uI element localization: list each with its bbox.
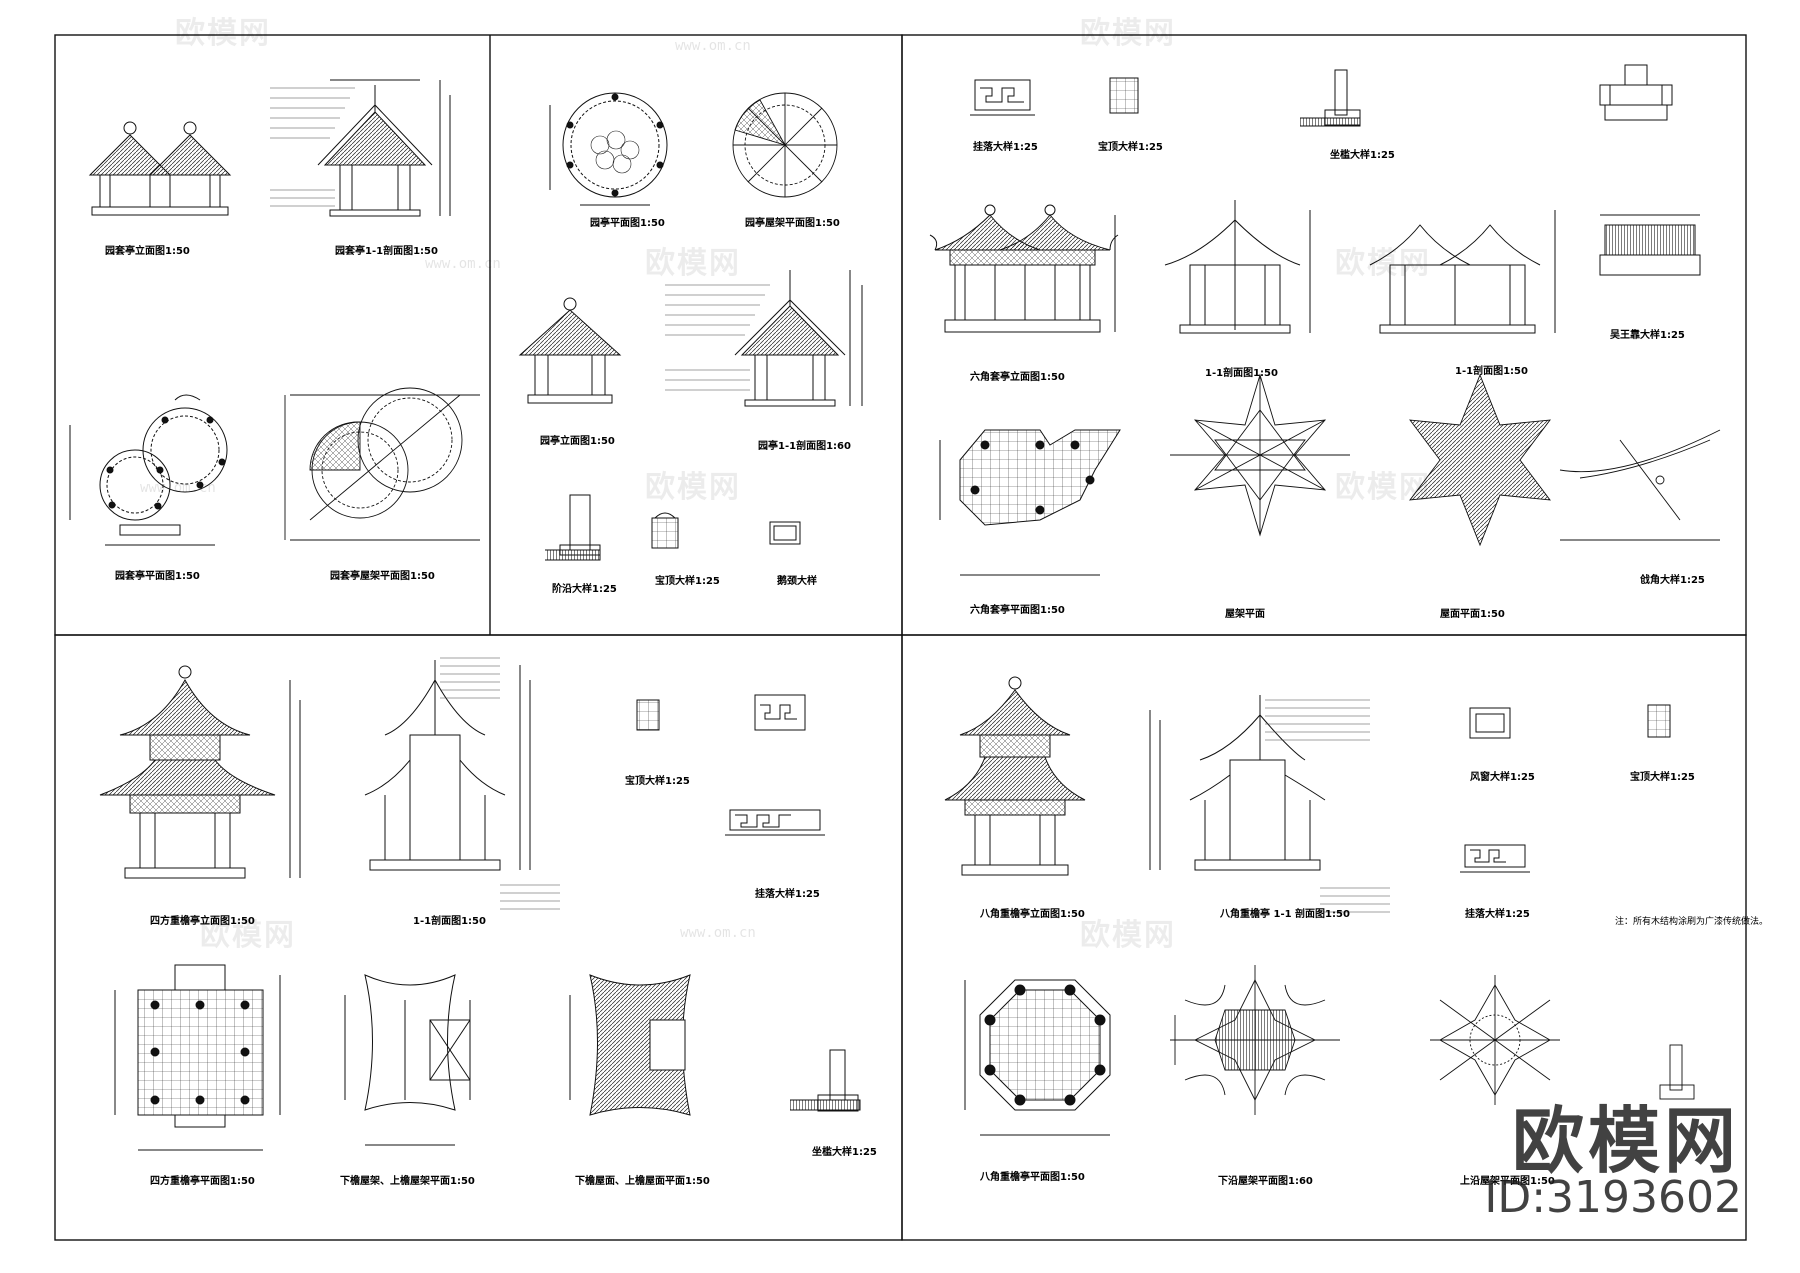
caption-p3-section1: 1-1剖面图1:50 bbox=[1205, 368, 1278, 379]
p4-elevation bbox=[99, 665, 301, 879]
caption-p4-plan: 四方重檐亭平面图1:50 bbox=[150, 1176, 255, 1187]
caption-p4-section: 1-1剖面图1:50 bbox=[413, 916, 486, 927]
p5-plan bbox=[964, 979, 1111, 1136]
caption-p2-top: 宝顶大样1:25 bbox=[655, 576, 720, 587]
p2-elevation bbox=[518, 297, 622, 404]
p4-details bbox=[636, 694, 825, 836]
p3-frame-plan bbox=[1170, 373, 1350, 537]
caption-p3-roof: 屋面平面1:50 bbox=[1440, 609, 1505, 620]
p3-section2 bbox=[1369, 210, 1556, 334]
watermark-logo: 欧模网 bbox=[1335, 470, 1431, 505]
caption-p4-elevation: 四方重檐亭立面图1:50 bbox=[150, 916, 255, 927]
caption-p3-elevation: 六角套亭立面图1:50 bbox=[970, 372, 1065, 383]
caption-p4-hang: 挂落大样1:25 bbox=[755, 889, 820, 900]
p1-section bbox=[317, 79, 451, 217]
caption-p5-upper: 上沿屋架平面图1:50 bbox=[1460, 1176, 1555, 1187]
caption-p2-plan: 园亭平面图1:50 bbox=[590, 218, 665, 229]
caption-p1-section: 园套亭1-1剖面图1:50 bbox=[335, 246, 438, 257]
watermark-url: www.om.cn bbox=[675, 38, 751, 54]
brand-watermark: 欧模网 bbox=[1511, 1099, 1740, 1183]
caption-p5-section: 八角重檐亭 1-1 剖面图1:50 bbox=[1220, 909, 1350, 920]
p1-section-notes bbox=[270, 87, 355, 207]
caption-p3-seat: 坐槛大样1:25 bbox=[1330, 150, 1395, 161]
p5-lower-frame bbox=[1170, 965, 1340, 1115]
p4-frame bbox=[344, 974, 471, 1146]
watermark-logo: 欧模网 bbox=[200, 918, 296, 953]
caption-p3-rail: 吴王靠大样1:25 bbox=[1610, 330, 1685, 341]
caption-p3-frame: 屋架平面 bbox=[1225, 609, 1265, 620]
caption-p5-hang: 挂落大样1:25 bbox=[1465, 909, 1530, 920]
caption-p2-step: 阶沿大样1:25 bbox=[552, 584, 617, 595]
p5-section-notes bbox=[1265, 699, 1390, 913]
p4-plan bbox=[114, 964, 281, 1151]
caption-p3-corner: 戗角大样1:25 bbox=[1640, 575, 1705, 586]
p4-section-notes bbox=[440, 657, 560, 910]
p2-section bbox=[734, 270, 863, 407]
caption-p1-elevation: 园套亭立面图1:50 bbox=[105, 246, 190, 257]
p2-details bbox=[545, 494, 801, 561]
watermark-url: www.om.cn bbox=[140, 480, 216, 496]
p4-seat-detail bbox=[790, 1049, 861, 1112]
watermark-url: www.om.cn bbox=[425, 256, 501, 272]
caption-p3-hang: 挂落大样1:25 bbox=[973, 142, 1038, 153]
p3-elevation bbox=[929, 204, 1119, 333]
watermark-logo: 欧模网 bbox=[645, 470, 741, 505]
watermark-logo: 欧模网 bbox=[1080, 16, 1176, 51]
caption-p2-elevation: 园亭立面图1:50 bbox=[540, 436, 615, 447]
p1-plan bbox=[69, 394, 228, 546]
p1-roof-frame bbox=[284, 387, 480, 541]
p5-section bbox=[1149, 695, 1326, 871]
p4-roof bbox=[569, 974, 691, 1116]
p3-corner-detail bbox=[1559, 429, 1721, 541]
watermark-logo: 欧模网 bbox=[175, 16, 271, 51]
p5-details bbox=[1460, 704, 1671, 873]
caption-p3-section2: 1-1剖面图1:50 bbox=[1455, 366, 1528, 377]
watermark-logo: 欧模网 bbox=[645, 246, 741, 281]
caption-p5-window: 风窗大样1:25 bbox=[1470, 772, 1535, 783]
caption-p4-roof: 下檐屋面、上檐屋面平面1:50 bbox=[575, 1176, 710, 1187]
p2-roof-frame bbox=[732, 92, 838, 198]
p3-top-detail bbox=[1109, 77, 1139, 114]
panel-frames bbox=[54, 34, 1747, 1241]
p4-section bbox=[364, 660, 531, 871]
p2-plan bbox=[549, 92, 668, 206]
p3-rail-detail bbox=[1599, 64, 1701, 276]
caption-p4-top: 宝顶大样1:25 bbox=[625, 776, 690, 787]
caption-p2-roof: 园亭屋架平面图1:50 bbox=[745, 218, 840, 229]
asset-id-label: ID:3193602 bbox=[1484, 1172, 1742, 1223]
p5-elevation bbox=[944, 676, 1086, 876]
p2-section-notes bbox=[665, 284, 770, 391]
caption-p4-seat: 坐槛大样1:25 bbox=[812, 1147, 877, 1158]
caption-p3-plan: 六角套亭平面图1:50 bbox=[970, 605, 1065, 616]
watermark-logo: 欧模网 bbox=[1335, 246, 1431, 281]
caption-p5-plan: 八角重檐亭平面图1:50 bbox=[980, 1172, 1085, 1183]
p3-plan bbox=[939, 429, 1121, 576]
caption-p2-bench: 鹅颈大样 bbox=[777, 576, 817, 587]
caption-p5-lower: 下沿屋架平面图1:60 bbox=[1218, 1176, 1313, 1187]
p3-hang-detail bbox=[970, 79, 1035, 116]
p3-seat-detail bbox=[1300, 69, 1361, 127]
caption-p4-frame: 下檐屋架、上檐屋架平面1:50 bbox=[340, 1176, 475, 1187]
p1-elevation bbox=[88, 121, 232, 216]
p3-section1 bbox=[1164, 200, 1311, 334]
caption-p3-top: 宝顶大样1:25 bbox=[1098, 142, 1163, 153]
caption-p5-elevation: 八角重檐亭立面图1:50 bbox=[980, 909, 1085, 920]
p5-upper-frame bbox=[1430, 975, 1695, 1105]
caption-p1-roof: 园套亭屋架平面图1:50 bbox=[330, 571, 435, 582]
watermark-url: www.om.cn bbox=[680, 925, 756, 941]
caption-p1-plan: 园套亭平面图1:50 bbox=[115, 571, 200, 582]
caption-p5-top: 宝顶大样1:25 bbox=[1630, 772, 1695, 783]
watermark-logo: 欧模网 bbox=[1080, 918, 1176, 953]
caption-p2-section: 园亭1-1剖面图1:60 bbox=[758, 441, 851, 452]
general-note: 注：所有木结构涂刷为广漆传统做法。 bbox=[1615, 917, 1769, 927]
p3-roof-plan bbox=[1409, 373, 1551, 547]
